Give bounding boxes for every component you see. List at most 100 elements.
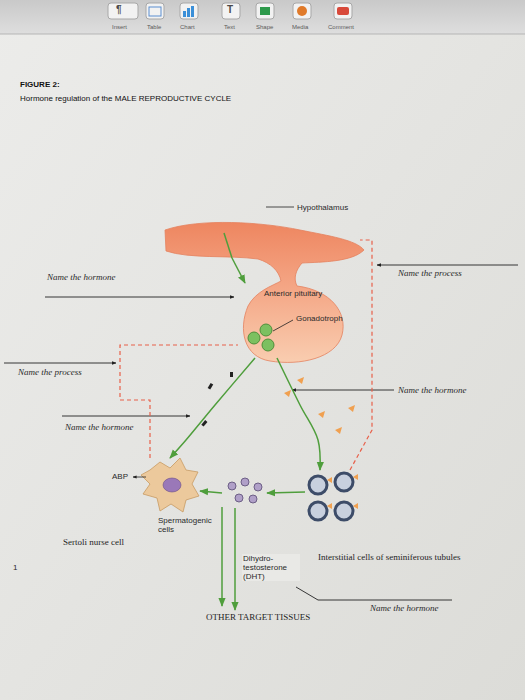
toolbar [293,3,311,19]
gonadotroph-cells [248,332,260,344]
question-label: Name the process [398,268,462,278]
node-label: Hypothalamus [297,203,348,212]
spermatogenic-cells [228,482,236,490]
node-label: Anterior pituitary [264,289,322,298]
toolbar [260,7,270,15]
sertoli-cell [133,458,199,512]
hypothalamus-pituitary [165,222,364,362]
toolbar-label: Table [147,24,161,30]
toolbar [183,11,186,17]
leader-lines [45,297,234,298]
dht-second-line [221,507,223,606]
toolbar [0,34,525,35]
toolbar-label: Insert [112,24,127,30]
gonadotroph-cells [248,320,293,351]
spermatogenic-cells [254,483,262,491]
leader-lines [62,416,190,417]
hormone-symbols [230,372,233,377]
toolbar [149,7,161,16]
interstitial-cells [309,476,327,494]
interstitial-cells [335,502,353,520]
hormone-symbols [201,372,355,434]
gonadotroph-cells [260,324,272,336]
toolbar-icon: T [227,4,233,15]
toolbar [0,0,525,34]
spermatogenic-cells [235,494,243,502]
toolbar-label: Shape [256,24,273,30]
sertoli-cell [163,478,181,492]
toolbar [108,3,138,19]
hypothalamus-pituitary [224,233,232,258]
hypothalamus-pituitary [165,207,364,362]
margin-mark: 1 [13,563,17,572]
question-label: Name the hormone [65,422,134,432]
node-label: Sertoli nurse cell [63,537,124,547]
question-label: Name the hormone [47,272,116,282]
hormone-symbols [208,383,214,390]
spermatogenic-cells [241,478,249,486]
target-tissues-box: OTHER TARGET TISSUES [203,610,314,624]
interstitial-cells [335,473,353,491]
node-label: Interstitial cells of seminiferous tubul… [318,552,460,562]
protein-label: ABP [112,472,128,481]
hormone-symbols [284,377,355,434]
spermatogenic-region: Spermatogenic cells [222,478,267,508]
toolbar [256,3,274,19]
figure-caption: Hormone regulation of the MALE REPRODUCT… [20,94,231,103]
interstitial-cells [309,502,327,520]
question-label: Name the hormone [370,603,439,613]
toolbar-icon: ¶ [116,4,122,15]
hormone-arrow [267,492,305,493]
spermatogenic-cells [228,478,262,503]
hypothalamus-pituitary [266,207,294,208]
toolbar [180,3,198,19]
leader-lines [296,587,452,600]
toolbar [146,3,164,19]
node-label: OTHER TARGET TISSUES [206,612,310,622]
toolbar [334,3,352,19]
interstitial-cells [309,473,358,520]
toolbar [222,3,240,19]
sertoli-cell [141,458,199,512]
leader-lines [4,265,518,600]
leader-lines [4,363,116,364]
pituitary-region: Anterior pituitaryGonadotroph [238,283,350,358]
toolbar [337,7,349,15]
leader-lines [292,390,394,391]
toolbar-label: Comment [328,24,354,30]
figure-title: FIGURE 2: [20,80,60,89]
toolbar-label: Media [292,24,308,30]
question-label: Name the process [18,367,82,377]
gonadotroph-cells [273,320,293,331]
interstitial-region: Interstitial cells of seminiferous tubul… [305,470,357,525]
node-label: Gonadotroph [296,314,343,323]
feedback-line [350,240,372,470]
hormone-label: Dihydro- testosterone (DHT) [242,554,300,581]
toolbar [187,8,190,17]
hypothalamus-region: Hypothalamus [165,222,360,258]
toolbar-label: Text [224,24,235,30]
toolbar [297,6,307,16]
sertoli-cell [133,477,146,478]
feedback-line [120,345,238,458]
toolbar-label: Chart [180,24,195,30]
hormone-arrow [277,358,320,470]
interstitial-cells [327,474,358,509]
question-label: Name the hormone [398,385,467,395]
dht-second-line [222,507,223,606]
hormone-arrow [234,508,236,610]
hormone-arrow [170,358,255,458]
toolbar [0,0,525,34]
hormone-arrow [232,258,245,283]
sertoli-region: Sertoli nurse cell [140,458,200,513]
hormone-arrow [200,491,222,493]
node-label: Spermatogenic cells [158,516,220,534]
toolbar [191,6,194,17]
spermatogenic-cells [249,495,257,503]
leader-lines [377,265,518,266]
gonadotroph-cells [262,339,274,351]
